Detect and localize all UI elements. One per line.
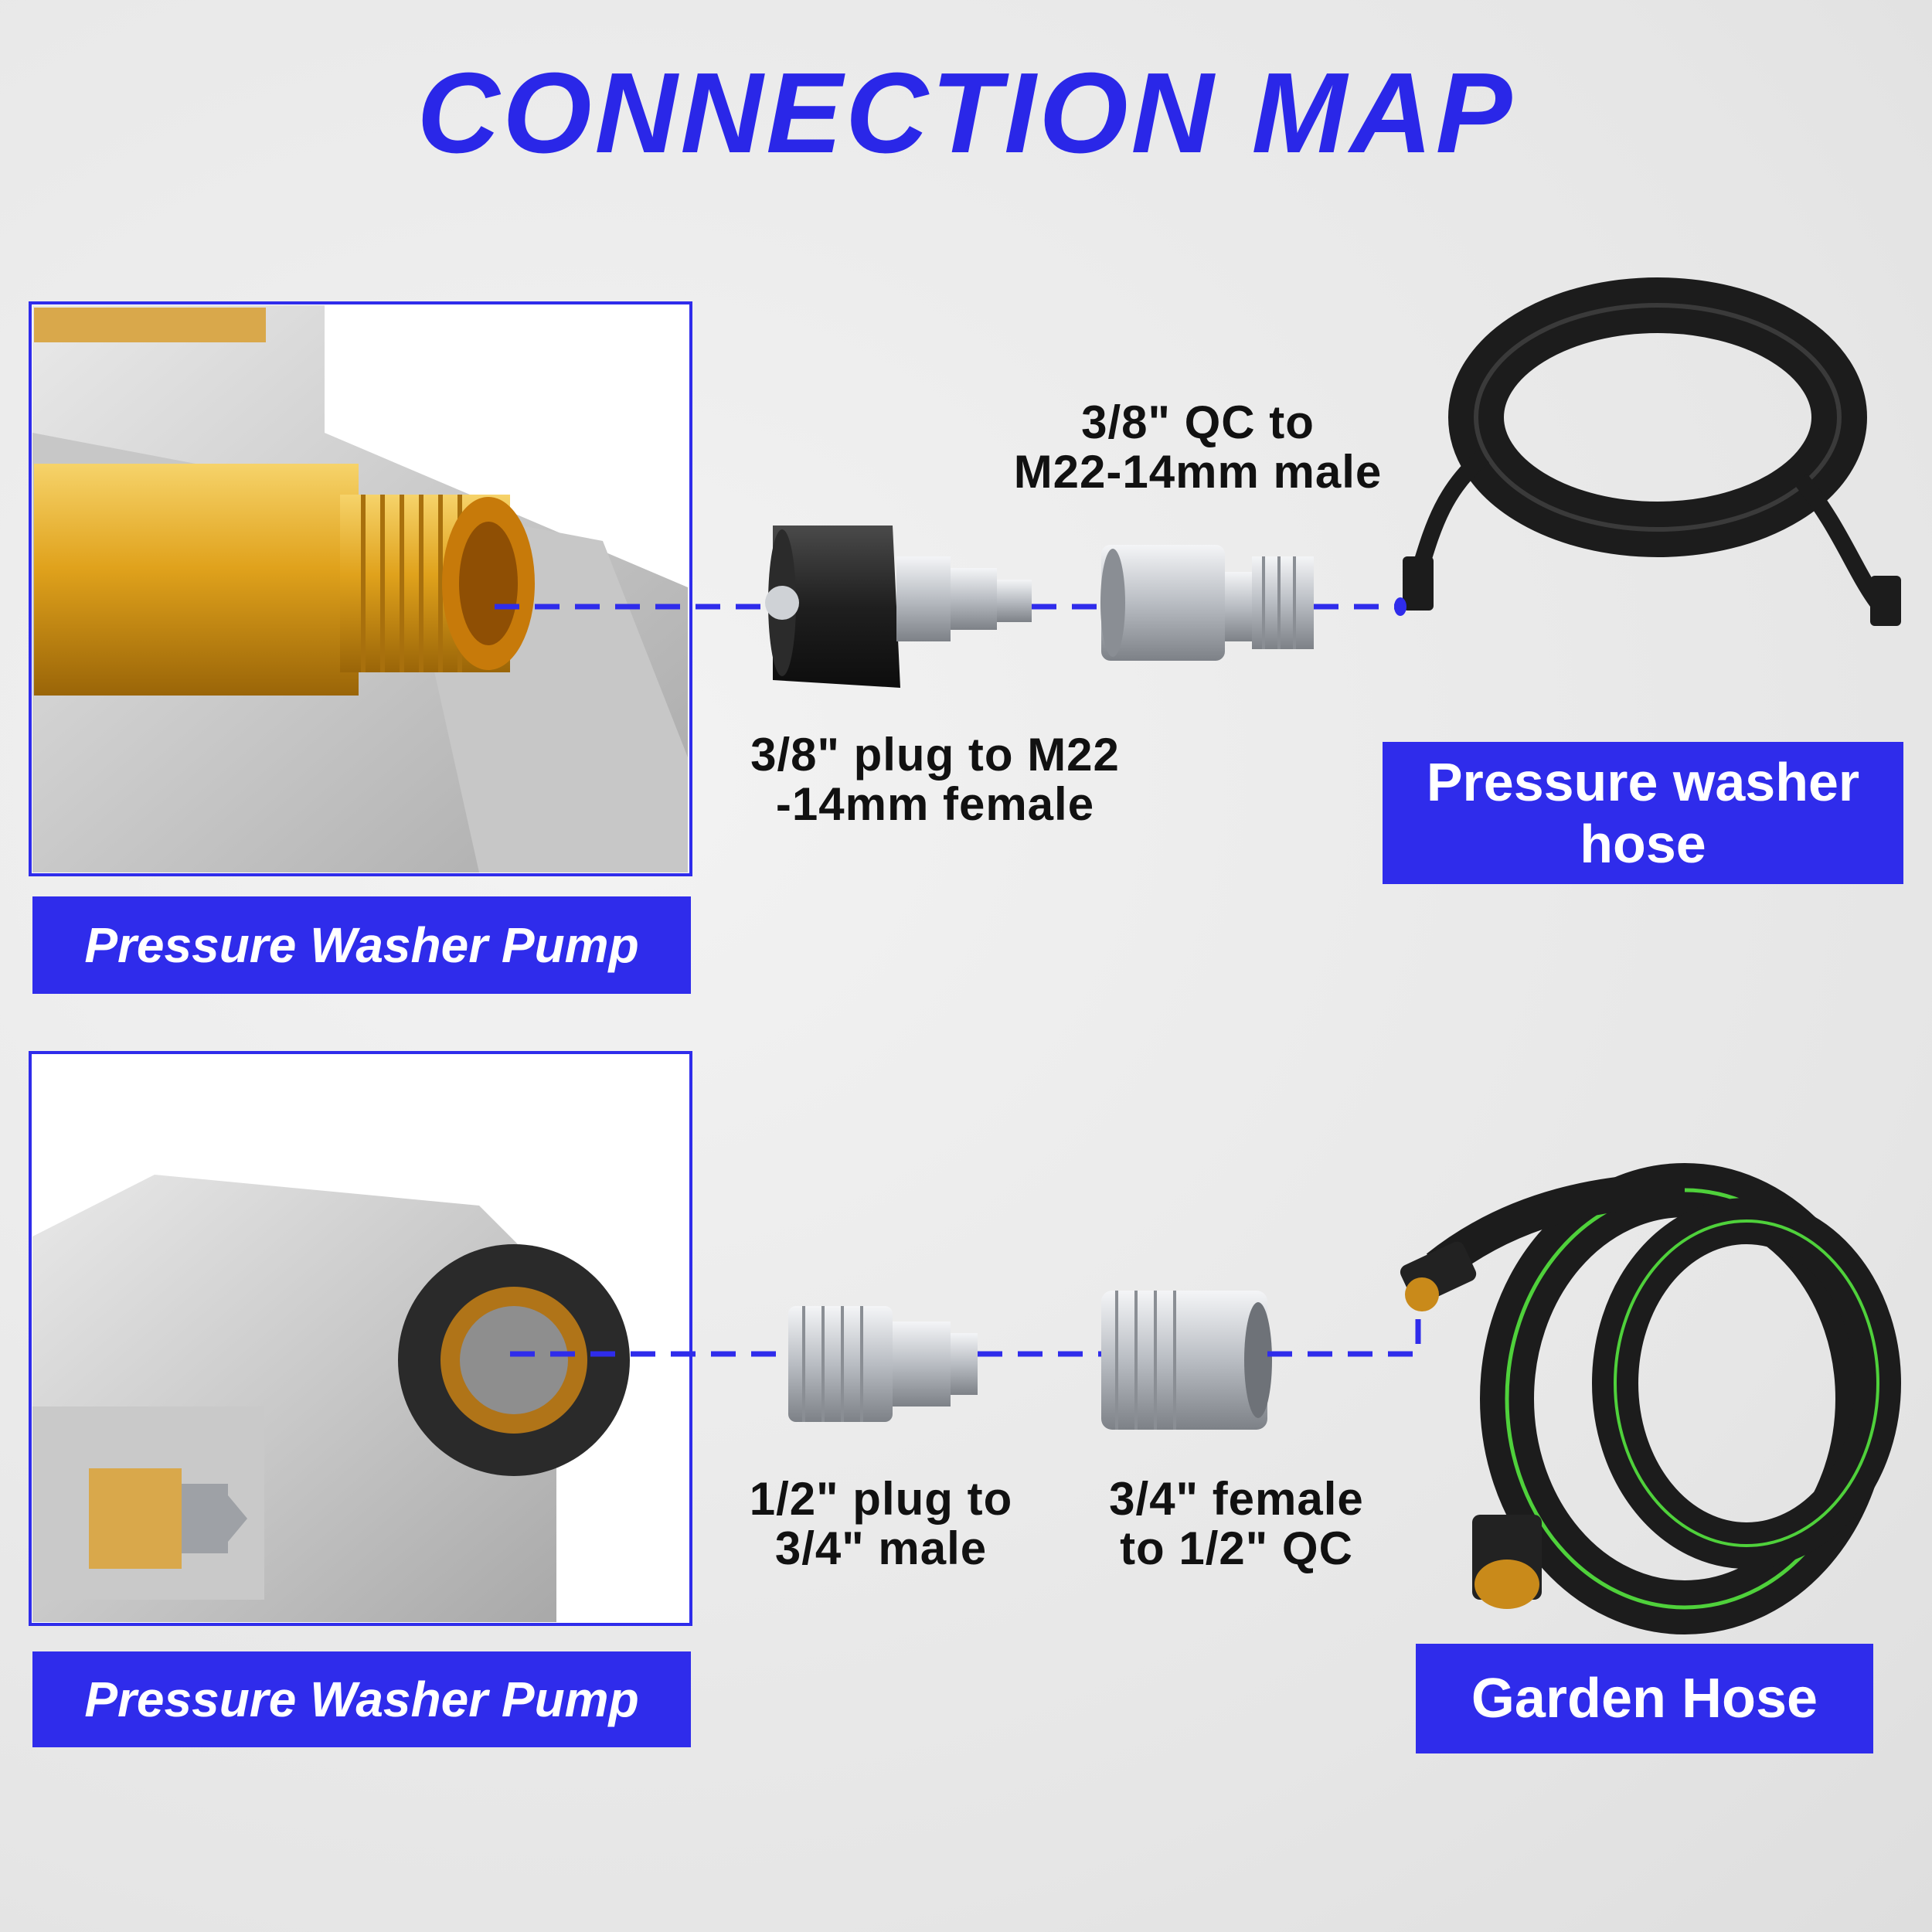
caption-line: to 1/2" QC (1120, 1522, 1353, 1574)
spring-coil-icon (34, 308, 266, 342)
bottom-adapter-1-icon (788, 1306, 978, 1422)
spring-valve-icon (89, 1468, 247, 1569)
top-pump-label: Pressure Washer Pump (32, 896, 691, 994)
bottom-pump-photo (29, 1051, 692, 1626)
caption-line: 3/8" plug to M22 (750, 729, 1120, 781)
caption-line: 3/4" male (774, 1522, 988, 1574)
caption-line: -14mm female (775, 778, 1095, 830)
bottom-adapter-2-caption: 3/4" female to 1/2" QC (1059, 1475, 1414, 1573)
bottom-adapter-1-caption: 1/2" plug to 3/4" male (692, 1475, 1070, 1573)
label-line: Pressure washer (1426, 752, 1860, 812)
caption-line: 1/2" plug to (749, 1473, 1013, 1525)
top-adapter-2-icon (1100, 545, 1314, 661)
top-pump-photo (29, 301, 692, 876)
page-title: CONNECTION MAP (417, 49, 1515, 177)
label-line: hose (1580, 814, 1706, 874)
pressure-washer-hose-icon (1394, 277, 1901, 626)
top-adapter-1-icon (765, 526, 1032, 688)
garden-hose-label: Garden Hose (1416, 1644, 1873, 1753)
garden-hose-icon (1400, 1163, 1901, 1634)
caption-line: 3/8" QC to (1081, 396, 1315, 448)
top-adapter-1-caption: 3/8" plug to M22 -14mm female (680, 730, 1190, 829)
pressure-washer-hose-label: Pressure washer hose (1383, 742, 1903, 884)
bottom-connector-line (510, 1306, 1421, 1357)
caption-line: M22-14mm male (1013, 446, 1383, 498)
brass-outlet-fitting-icon (34, 464, 535, 696)
caption-line: 3/4" female (1109, 1473, 1364, 1525)
bottom-pump-label: Pressure Washer Pump (32, 1651, 691, 1747)
bottom-adapter-2-icon (1101, 1291, 1272, 1430)
top-adapter-2-caption: 3/8" QC to M22-14mm male (958, 398, 1437, 497)
garden-inlet-fitting-icon (398, 1244, 630, 1476)
